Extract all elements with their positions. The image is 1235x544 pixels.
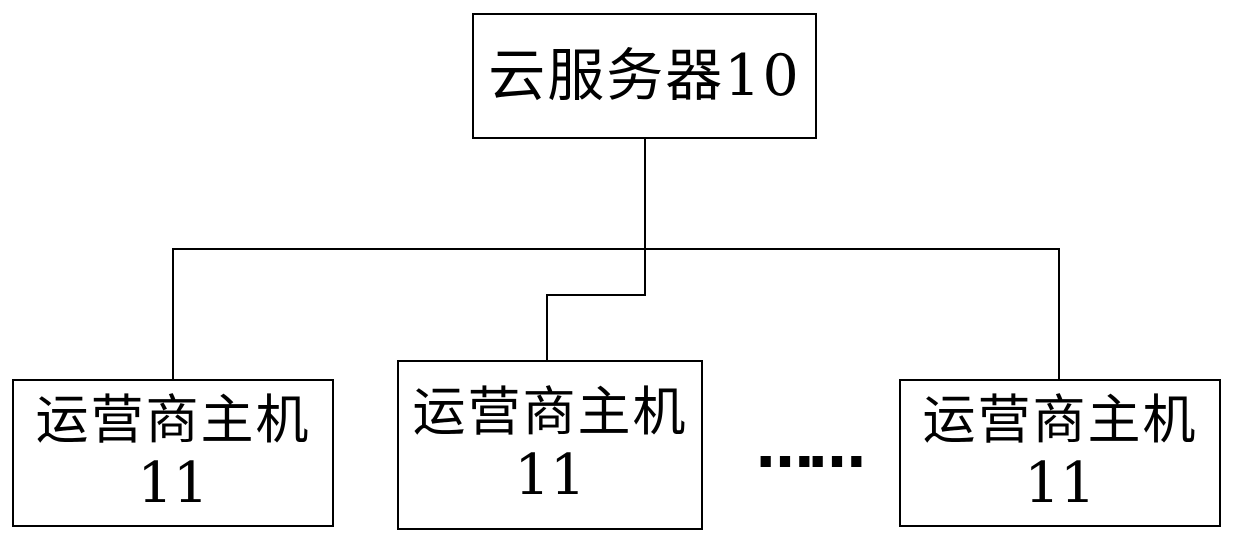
- connector-jog-to-host-2: [546, 294, 646, 296]
- connector-bus-stub-middle: [644, 249, 646, 296]
- connector-cloud-to-bus: [644, 138, 646, 250]
- node-operator-host-2: 运营商主机 11: [397, 360, 703, 530]
- more-hosts-ellipsis: ……: [756, 413, 866, 481]
- node-operator-host-3: 运营商主机 11: [899, 379, 1221, 527]
- connector-bus-to-host-1: [172, 249, 174, 379]
- node-operator-host-1: 运营商主机 11: [12, 379, 334, 527]
- operator-host-2-id: 11: [514, 443, 586, 509]
- operator-host-1-name: 运营商主机: [35, 389, 311, 451]
- operator-host-3-name: 运营商主机: [922, 389, 1198, 451]
- connector-drop-to-host-2: [546, 295, 548, 360]
- connector-bus-to-host-3: [1058, 249, 1060, 379]
- operator-host-3-id: 11: [1024, 451, 1096, 517]
- node-cloud-server: 云服务器10: [472, 13, 817, 139]
- connector-horizontal-bus: [172, 248, 1060, 250]
- cloud-server-label: 云服务器10: [488, 42, 801, 109]
- operator-host-1-id: 11: [137, 451, 209, 517]
- operator-host-2-name: 运营商主机: [412, 381, 688, 443]
